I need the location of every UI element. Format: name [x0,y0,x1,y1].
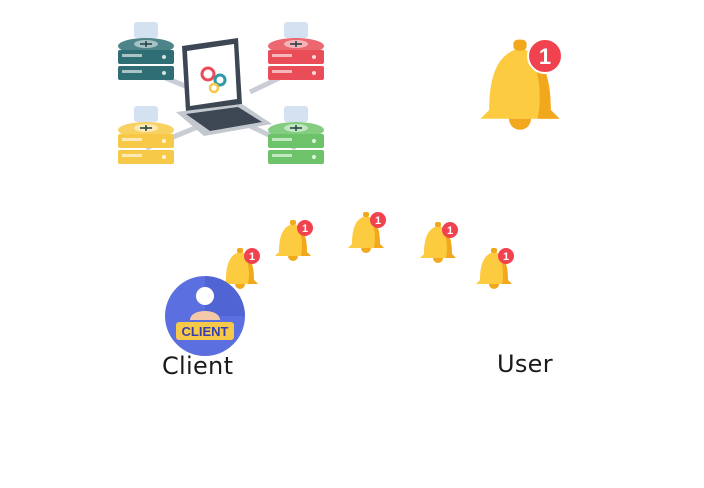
small-bell-icon: 1 [348,212,386,253]
svg-text:1: 1 [447,225,453,237]
svg-text:1: 1 [539,44,551,69]
server-teal-icon [117,22,175,81]
svg-text:1: 1 [249,251,255,263]
small-bell-icon: 1 [476,248,514,289]
small-bell-icon: 1 [275,220,313,261]
notification-badge: 1 [527,38,563,74]
small-bell-icon: 1 [222,248,260,289]
svg-text:CLIENT: CLIENT [182,324,229,339]
client-avatar-icon: CLIENT [165,276,245,356]
user-label: User [497,350,553,378]
small-bell-icon: 1 [420,222,458,263]
server-yellow-icon [117,106,175,165]
svg-text:1: 1 [503,251,509,263]
laptop-icon [176,38,272,136]
server-network-icon [117,22,325,165]
server-red-icon [267,22,325,81]
svg-text:1: 1 [375,215,381,227]
svg-text:1: 1 [302,223,308,235]
client-label: Client [162,352,234,380]
server-green-icon [267,106,325,165]
